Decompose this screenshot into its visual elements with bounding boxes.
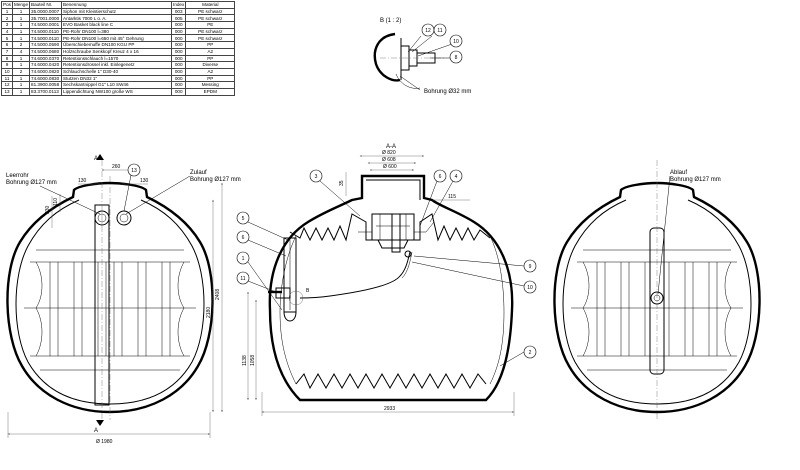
dim-2933: 2933 [384,406,395,412]
zulauf-label: Zulauf [190,170,207,176]
dim-35: 35 [339,180,345,186]
dim-2408: 2408 [215,289,221,300]
callout-bubble [433,169,447,183]
dim-1058: 1058 [250,355,256,366]
dim-130-right: 130 [140,178,149,184]
dim-2180: 2180 [206,307,212,318]
callout-11: 11 [240,276,245,282]
callout-13: 13 [131,168,137,174]
leerrohr-bohrung-label: Bohrung Ø127 mm [6,180,57,186]
callout-10: 10 [527,285,533,291]
callout-8: 8 [455,55,458,61]
callout-6-left: 6 [242,235,245,241]
dim-110: 110 [53,198,59,206]
dim-130-left: 130 [78,178,87,184]
callout-bubble [449,50,463,64]
dim-d820: Ø 820 [382,150,396,156]
parts-list-table: Pos Menge Bauteil Nr. Benennung Index Ma… [1,1,236,96]
dim-1138: 1138 [242,355,248,366]
callout-bubble [236,271,250,285]
callout-5: 5 [242,216,245,222]
callout-10: 10 [453,39,459,45]
callout-1: 1 [242,256,245,262]
section-aa-title: A-A [386,144,396,150]
section-aa-view: A-A Ø 820 Ø 608 Ø 600 35 [236,144,537,416]
callout-12: 12 [425,28,431,34]
callout-bubble [449,169,463,183]
ablauf-label: Ablauf [670,170,687,176]
cell-index: 000 [171,87,187,96]
callout-2: 2 [529,350,532,356]
parts-list-header-row: Pos Menge Bauteil Nr. Benennung Index Ma… [1,1,236,9]
callout-bubble [236,251,250,265]
detail-b-bohrung-label: Bohrung Ø32 mm [424,89,471,95]
section-mark-bottom: A [94,428,98,434]
left-view: 260 130 130 330 110 2408 2180 Ø 1980 A A… [6,154,241,445]
callout-bubble [523,280,537,294]
callout-11: 11 [437,28,442,34]
dim-260: 260 [112,164,121,170]
detail-mark-b: B [306,288,310,294]
dim-d1980: Ø 1980 [96,439,113,445]
dim-d600: Ø 600 [383,164,397,170]
ablauf-bohrung-label: Bohrung Ø127 mm [670,177,721,183]
callout-6-right: 6 [439,174,442,180]
callout-4: 4 [455,174,458,180]
dim-115: 115 [448,194,456,200]
callout-9: 9 [529,264,532,270]
right-view: Ablauf Bohrung Ø127 mm [553,160,761,420]
section-mark-top: A [94,156,98,162]
callout-bubble [236,230,250,244]
leerrohr-label: Leerrohr [6,173,29,179]
zulauf-bohrung-label: Bohrung Ø127 mm [190,177,241,183]
dim-330: 330 [45,205,51,214]
callout-bubble [449,34,463,48]
callout-bubble [433,23,447,37]
detail-b-title: B (1 : 2) [380,18,401,24]
cell-menge: 1 [11,87,31,96]
callout-bubble [309,169,323,183]
callout-3: 3 [315,174,318,180]
detail-b-view: B (1 : 2) 12 11 10 8 Bohrung Ø32 mm [373,18,471,95]
dim-d608: Ø 608 [382,157,396,163]
callout-bubble [127,163,141,177]
callout-bubble [236,211,250,225]
cell-material: EPDM [185,87,236,96]
